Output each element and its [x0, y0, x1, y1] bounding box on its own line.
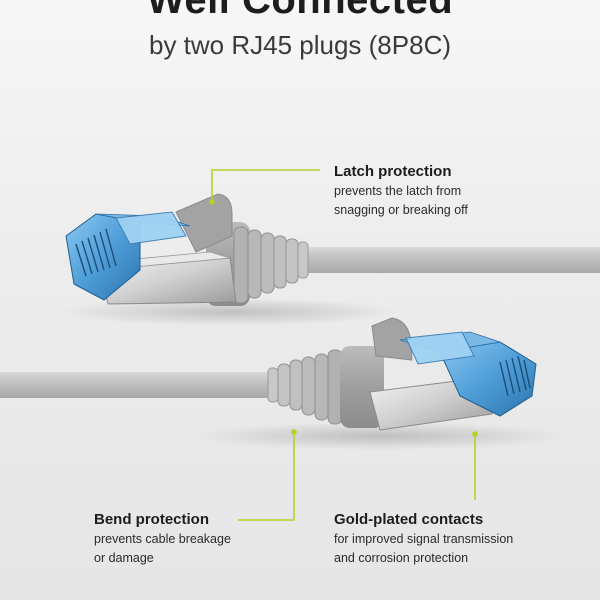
callout-desc-line: prevents the latch from — [334, 184, 462, 198]
gold-leader-dot — [472, 431, 478, 437]
callout-title: Gold-plated contacts — [334, 511, 484, 528]
callout-desc-line: prevents cable breakage — [94, 532, 231, 546]
lower-cable — [0, 372, 290, 398]
latch-leader-line — [211, 169, 320, 202]
upper-connector — [60, 193, 600, 326]
lower-boot — [267, 317, 413, 428]
callout-latch-protection: Latch protection prevents the latch from… — [334, 162, 468, 220]
subheadline: by two RJ45 plugs (8P8C) — [148, 30, 452, 60]
callout-leader-lines — [211, 169, 476, 521]
callout-desc-line: for improved signal transmission — [334, 532, 514, 546]
callout-desc-line: or damage — [94, 551, 154, 565]
callout-desc-line: and corrosion protection — [334, 551, 469, 565]
latch-leader-dot — [209, 199, 215, 205]
callout-bend-protection: Bend protection prevents cable breakage … — [94, 510, 231, 568]
upper-plug-body — [65, 211, 191, 301]
lower-plug-body — [399, 331, 537, 417]
bend-leader-line — [238, 432, 295, 521]
bend-leader-dot — [291, 429, 297, 435]
callout-title: Latch protection — [334, 163, 452, 180]
lower-connector — [0, 317, 570, 450]
callout-gold-plated-contacts: Gold-plated contacts for improved signal… — [334, 510, 513, 568]
callout-title: Bend protection — [94, 511, 209, 528]
callout-desc-line: snagging or breaking off — [334, 203, 468, 217]
upper-boot — [175, 193, 309, 306]
upper-cable — [300, 247, 600, 273]
headline: Well Connected — [146, 0, 454, 22]
